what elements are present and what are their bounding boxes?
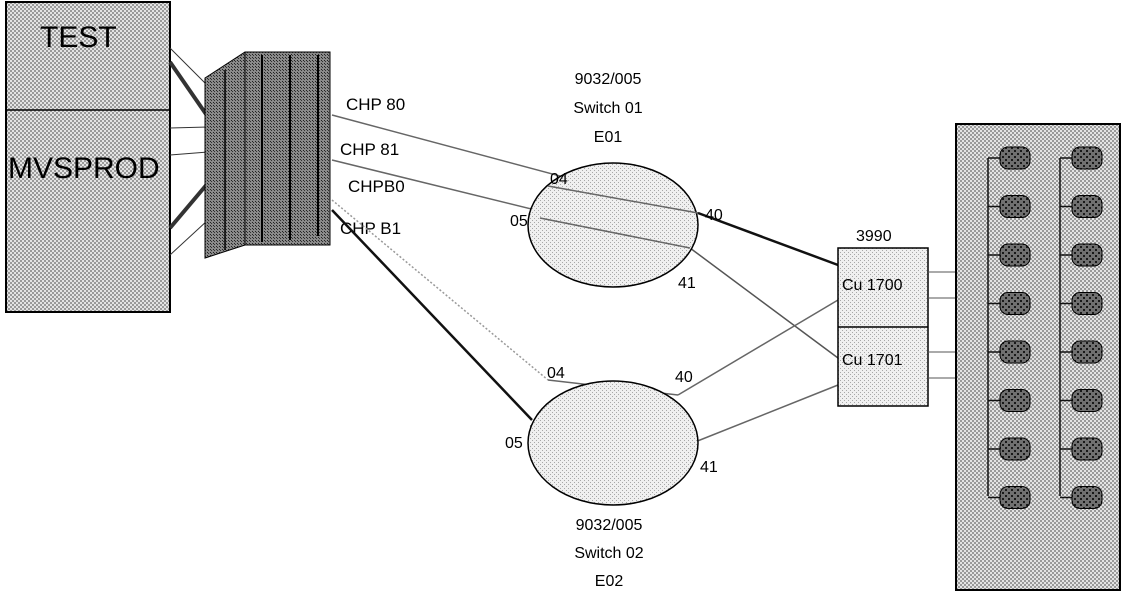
disk-volume-icon <box>999 292 1031 315</box>
switch-02-port-05: 05 <box>505 435 523 452</box>
chpid-80-label: CHP 80 <box>346 95 405 114</box>
disk-volume-icon <box>1071 389 1103 412</box>
processor-icon <box>204 51 331 259</box>
switch-02: 04 05 40 41 9032/005 Switch 02 E02 <box>505 365 718 590</box>
lpar-links <box>168 47 210 256</box>
cu-1700-label: Cu 1700 <box>842 277 903 294</box>
switch-01-port-05: 05 <box>510 213 528 230</box>
disk-volume-icon <box>999 195 1031 218</box>
switch-02-port-04: 04 <box>547 365 565 382</box>
host-system-box: TEST MVSPROD <box>5 1 171 313</box>
disk-volume-icon <box>1071 195 1103 218</box>
switch-01-port-04: 04 <box>550 171 568 188</box>
chpid-81-label: CHP 81 <box>340 140 399 159</box>
control-unit-model: 3990 <box>856 228 892 245</box>
switch-02-port-40: 40 <box>675 369 693 386</box>
switch-02-model: 9032/005 <box>576 517 643 534</box>
switch-01: 9032/005 Switch 01 E01 04 05 40 41 <box>510 71 723 292</box>
disk-volumes <box>988 146 1103 509</box>
disk-volume-icon <box>999 146 1031 170</box>
disk-volume-icon <box>1071 437 1103 461</box>
dasd-string <box>955 123 1121 591</box>
lpar-mvsprod-label: MVSPROD <box>8 152 160 185</box>
lpar-test-label: TEST <box>40 21 117 54</box>
cu-1701-label: Cu 1701 <box>842 352 903 369</box>
switch-02-name: Switch 02 <box>574 545 643 562</box>
disk-volume-icon <box>1071 292 1103 315</box>
disk-volume-icon <box>999 437 1031 461</box>
disk-volume-icon <box>999 243 1031 267</box>
control-unit-3990: 3990 Cu 1700 Cu 1701 <box>837 228 956 407</box>
disk-volume-icon <box>999 389 1031 412</box>
switch-01-port-41: 41 <box>678 275 696 292</box>
switch-02-id: E02 <box>595 573 624 590</box>
switch-01-name: Switch 01 <box>573 100 642 117</box>
disk-volume-icon <box>1071 340 1103 364</box>
disk-volume-icon <box>999 486 1031 509</box>
disk-volume-icon <box>1071 486 1103 509</box>
switch-01-model: 9032/005 <box>575 71 642 88</box>
switch-01-port-40: 40 <box>705 207 723 224</box>
switch-02-port-41: 41 <box>700 459 718 476</box>
disk-volume-icon <box>1071 146 1103 170</box>
switch-01-id: E01 <box>594 129 623 146</box>
chpid-b0-label: CHPB0 <box>348 177 405 196</box>
disk-volume-icon <box>999 340 1031 364</box>
disk-volume-icon <box>1071 243 1103 267</box>
